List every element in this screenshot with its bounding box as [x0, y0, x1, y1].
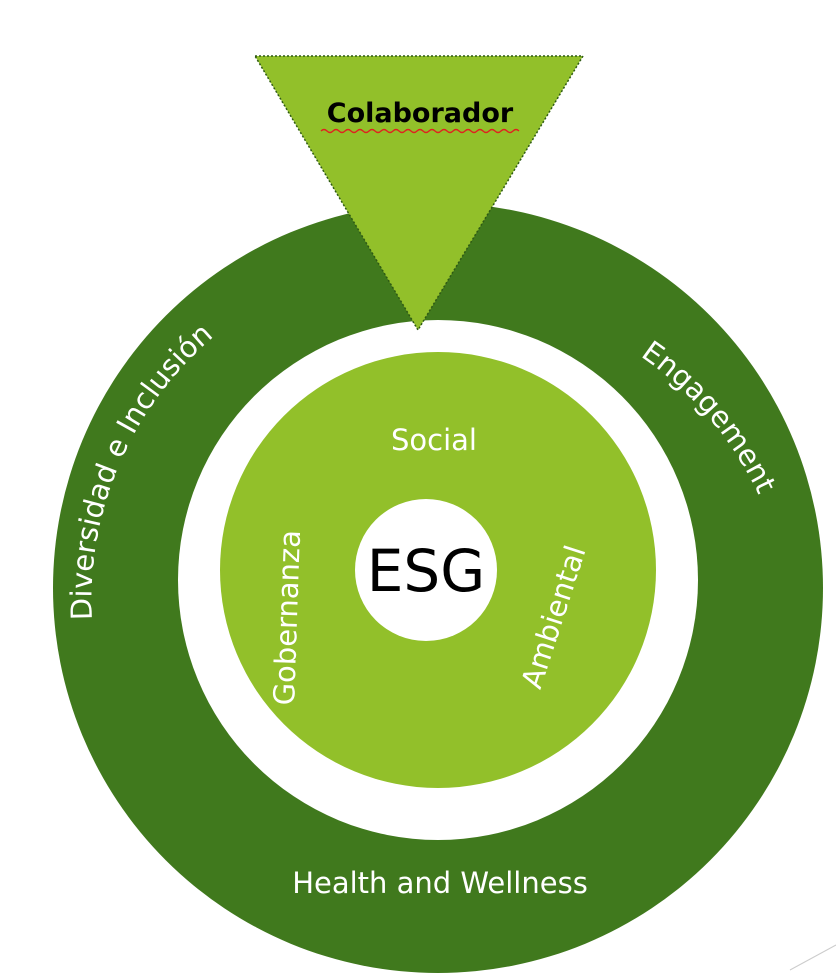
center-label: ESG	[367, 537, 485, 605]
colaborador-triangle	[253, 55, 585, 332]
spell-underline	[320, 128, 520, 134]
center-circle	[355, 499, 497, 641]
corner-line	[789, 944, 836, 971]
inner-label-social: Social	[391, 423, 477, 457]
outer-label-health: Health and Wellness	[292, 866, 588, 900]
triangle-title: Colaborador	[327, 98, 514, 129]
inner-label-gobernanza: Gobernanza	[267, 529, 307, 705]
